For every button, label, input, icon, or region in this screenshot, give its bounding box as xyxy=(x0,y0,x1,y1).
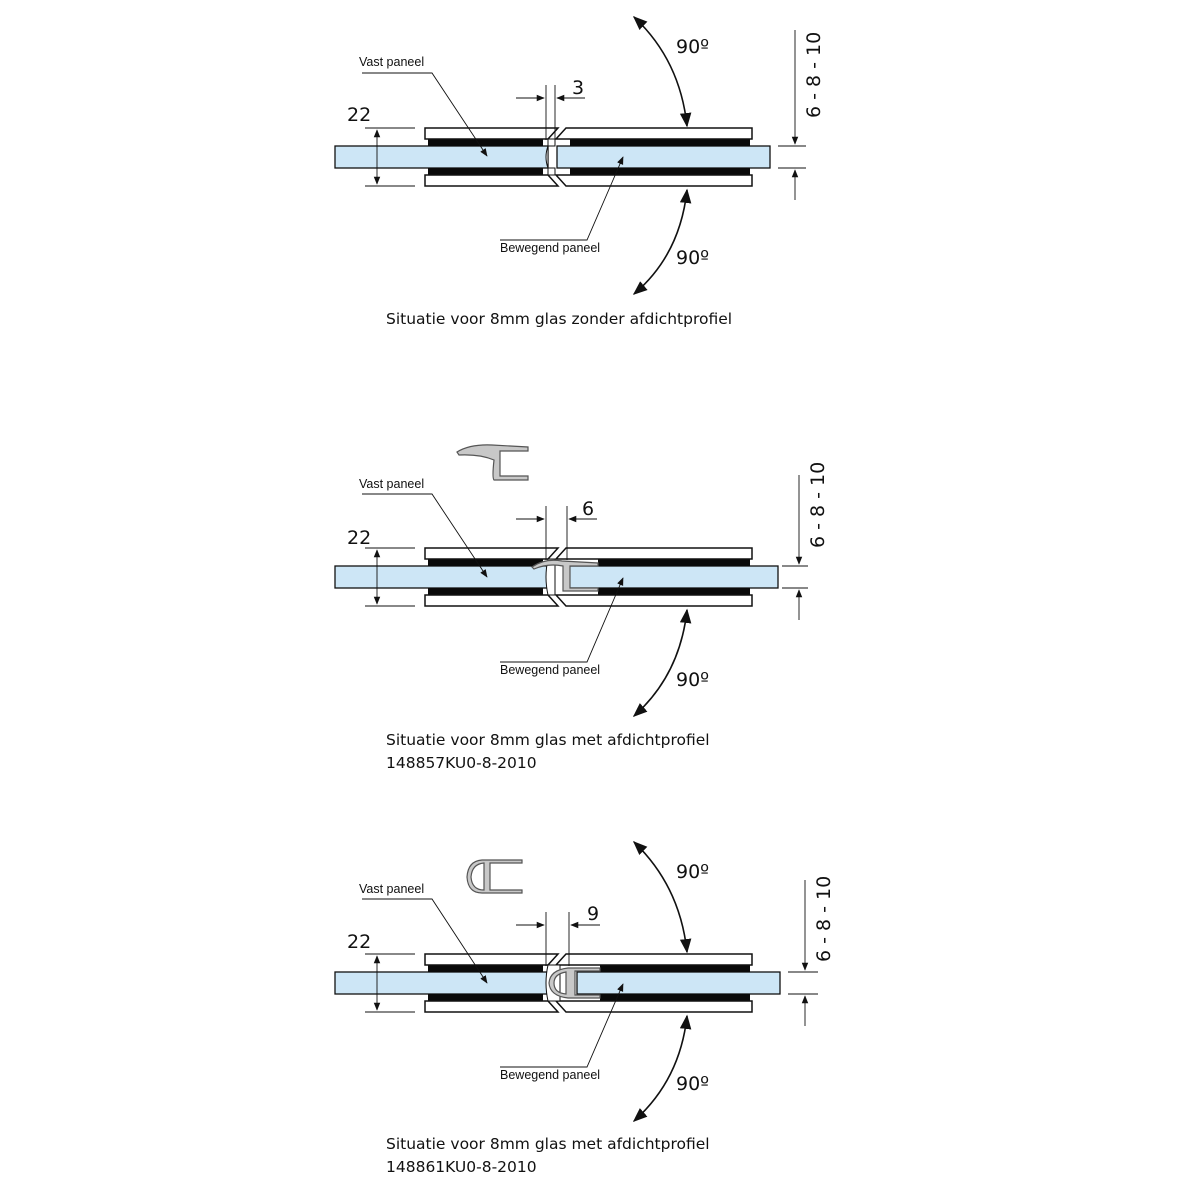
moving-glass-panel xyxy=(576,971,781,995)
caption: Situatie voor 8mm glas zonder afdichtpro… xyxy=(386,310,732,328)
part-number: 148861KU0-8-2010 xyxy=(386,1158,537,1176)
clamp-plate xyxy=(424,1000,560,1013)
clamp-plate xyxy=(424,953,560,966)
thickness-dimension: 22 xyxy=(347,527,371,549)
diagram-seal-148861: 22 9 Vast paneel Bewegend paneel 90º 90º… xyxy=(334,841,835,1176)
gasket xyxy=(428,588,543,595)
angle-top: 90º xyxy=(676,36,709,58)
clamp-plate xyxy=(554,127,753,140)
caption: Situatie voor 8mm glas met afdichtprofie… xyxy=(386,1135,710,1153)
angle-bottom: 90º xyxy=(676,1073,709,1095)
gap-dimension: 3 xyxy=(572,77,584,99)
gasket xyxy=(600,994,750,1001)
part-number: 148857KU0-8-2010 xyxy=(386,754,537,772)
fixed-glass-panel xyxy=(334,145,549,169)
moving-panel-label: Bewegend paneel xyxy=(500,1068,600,1082)
gap-dimension: 9 xyxy=(587,903,599,925)
gasket xyxy=(600,965,750,972)
gasket xyxy=(570,139,750,146)
clamp-plate xyxy=(424,547,560,560)
hinge-body xyxy=(545,138,556,176)
clamp-plate xyxy=(424,594,560,607)
thickness-dimension: 22 xyxy=(347,931,371,953)
clamp-plate xyxy=(424,174,560,187)
clamp-plate xyxy=(554,953,753,966)
diagram-no-seal: 22 3 Vast paneel Bewegend paneel 90º 90º… xyxy=(334,16,825,328)
seal-profile-installed xyxy=(548,967,601,999)
moving-glass-panel xyxy=(567,565,779,589)
caption: Situatie voor 8mm glas met afdichtprofie… xyxy=(386,731,710,749)
angle-bottom: 90º xyxy=(676,247,709,269)
glass-thickness-range: 6 - 8 - 10 xyxy=(803,32,825,118)
gap-dimension: 6 xyxy=(582,498,594,520)
fixed-panel-label: Vast paneel xyxy=(359,55,424,69)
clamp-plate xyxy=(424,127,560,140)
clamp-plate xyxy=(554,174,753,187)
angle-top: 90º xyxy=(676,861,709,883)
seal-profile-preview xyxy=(456,444,529,481)
clamp-plate xyxy=(554,1000,753,1013)
clamp-plate xyxy=(554,547,753,560)
gasket xyxy=(428,559,543,566)
thickness-dimension: 22 xyxy=(347,104,371,126)
gasket xyxy=(598,588,750,595)
angle-bottom: 90º xyxy=(676,669,709,691)
fixed-panel-label: Vast paneel xyxy=(359,477,424,491)
moving-panel-label: Bewegend paneel xyxy=(500,241,600,255)
glass-thickness-range: 6 - 8 - 10 xyxy=(813,876,835,962)
fixed-glass-panel xyxy=(334,971,549,995)
fixed-glass-panel xyxy=(334,565,549,589)
glass-thickness-range: 6 - 8 - 10 xyxy=(807,462,829,548)
seal-profile-installed xyxy=(531,559,599,592)
clamp-plate xyxy=(554,594,753,607)
gasket xyxy=(428,168,543,175)
gasket xyxy=(570,168,750,175)
gasket xyxy=(598,559,750,566)
gasket xyxy=(428,139,543,146)
diagram-seal-148857: 22 6 Vast paneel Bewegend paneel 90º 6 -… xyxy=(334,444,829,772)
gasket xyxy=(428,965,543,972)
moving-panel-label: Bewegend paneel xyxy=(500,663,600,677)
gasket xyxy=(428,994,543,1001)
fixed-panel-label: Vast paneel xyxy=(359,882,424,896)
seal-profile-preview xyxy=(466,859,523,894)
moving-glass-panel xyxy=(556,145,771,169)
